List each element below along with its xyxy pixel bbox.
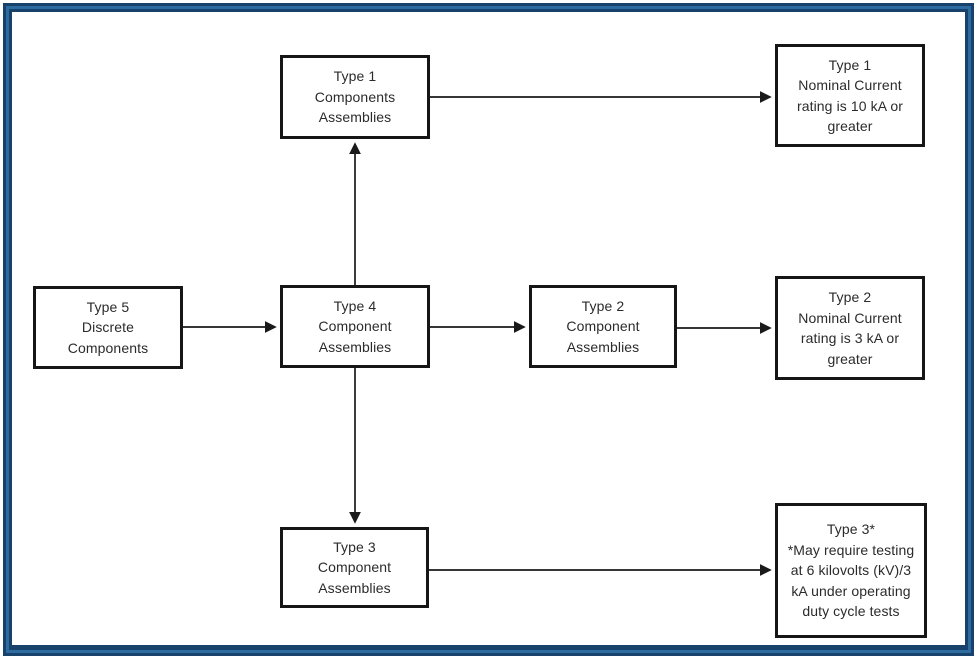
node-type1-rating-label: Type 1 Nominal Current rating is 10 kA o…	[796, 56, 904, 135]
node-type3-rating: Type 3* *May require testing at 6 kilovo…	[775, 503, 927, 638]
node-type4-component-assemblies-label: Type 4 Component Assemblies	[318, 297, 392, 355]
node-type2-component-assemblies-label: Type 2 Component Assemblies	[566, 297, 640, 355]
node-type1-rating: Type 1 Nominal Current rating is 10 kA o…	[775, 44, 925, 147]
node-type3-rating-label: Type 3* *May require testing at 6 kilovo…	[787, 521, 915, 620]
node-type5-discrete-components: Type 5 Discrete Components	[33, 286, 183, 369]
node-type1-components-assemblies: Type 1 Components Assemblies	[280, 55, 430, 139]
node-type2-rating: Type 2 Nominal Current rating is 3 kA or…	[775, 276, 925, 380]
node-type3-component-assemblies-label: Type 3 Component Assemblies	[317, 538, 392, 596]
page-frame-inner	[9, 9, 968, 650]
node-type2-rating-label: Type 2 Nominal Current rating is 3 kA or…	[798, 289, 902, 367]
node-type1-components-assemblies-label: Type 1 Components Assemblies	[314, 68, 396, 126]
page-frame-mid	[6, 6, 971, 653]
node-type2-component-assemblies: Type 2 Component Assemblies	[529, 285, 677, 368]
page-frame	[3, 3, 974, 656]
node-type3-component-assemblies: Type 3 Component Assemblies	[280, 527, 429, 608]
node-type5-discrete-components-label: Type 5 Discrete Components	[67, 298, 149, 356]
node-type4-component-assemblies: Type 4 Component Assemblies	[280, 285, 430, 368]
